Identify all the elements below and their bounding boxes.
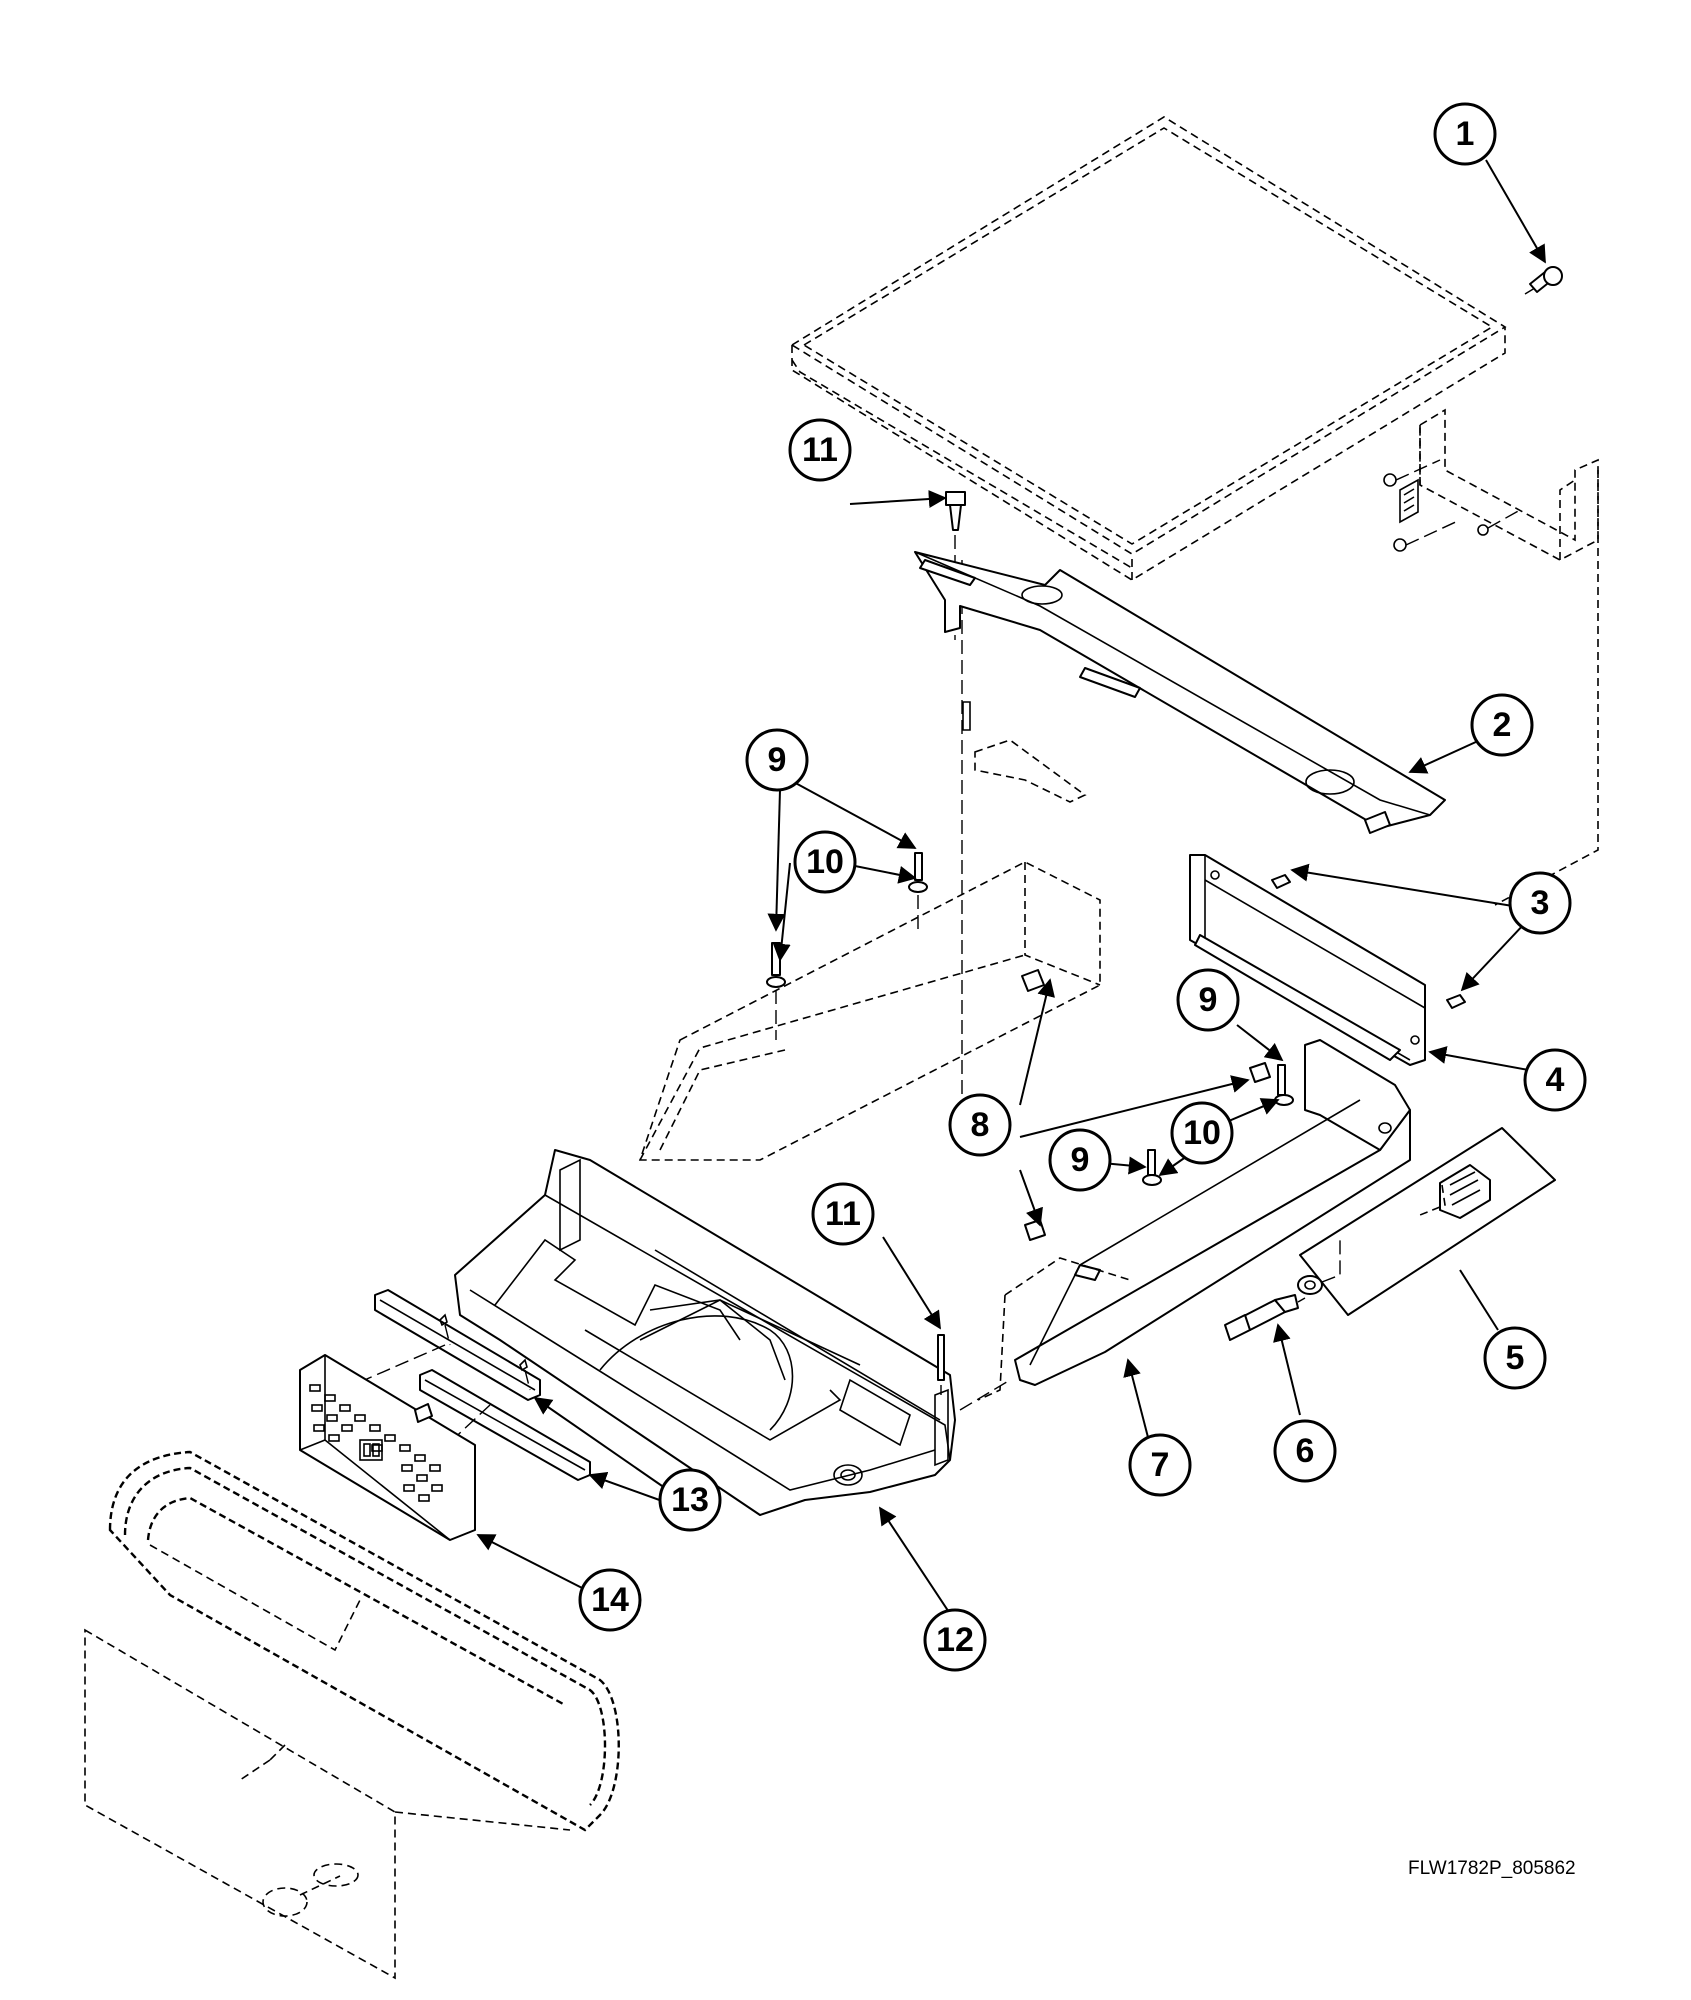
svg-text:11: 11 [802,431,838,469]
svg-text:10: 10 [1183,1114,1221,1152]
fitting-kit-part-5 [1297,1127,1556,1316]
callout-4: 4 [1523,1048,1587,1112]
front-console-phantom [84,1450,620,1980]
fitting-part-6 [1224,1294,1306,1341]
leader-lines [476,159,1546,1657]
rear-panel-part-4 [1189,854,1466,1066]
drawing-code-label: FLW1782P_805862 [1408,1858,1576,1879]
svg-text:8: 8 [971,1106,990,1144]
callout-3: 3 [1508,871,1572,935]
callout-13: 13 [658,1468,722,1532]
console-base-part-12 [454,1149,956,1516]
svg-text:5: 5 [1506,1339,1525,1377]
callout-9-lower: 9 [1048,1128,1112,1192]
front-bracket-part-7 [977,1039,1411,1401]
callout-10-left: 10 [793,830,857,894]
svg-text:14: 14 [591,1581,629,1619]
svg-text:2: 2 [1493,706,1512,744]
callout-14: 14 [578,1568,642,1632]
svg-text:10: 10 [806,843,844,881]
callout-7: 7 [1128,1433,1192,1497]
callout-9-upper-left: 9 [745,728,809,792]
svg-text:7: 7 [1151,1446,1170,1484]
callout-2: 2 [1470,693,1534,757]
callout-10-right: 10 [1170,1101,1234,1165]
callout-5: 5 [1483,1326,1547,1390]
base-tray-phantom [638,861,1101,1161]
screw-part-11-bottom [937,1334,1011,1411]
svg-text:9: 9 [768,741,787,779]
svg-text:13: 13 [671,1481,709,1519]
svg-text:12: 12 [936,1621,974,1659]
svg-text:1: 1 [1456,115,1475,153]
center-support-phantom [962,701,1087,803]
callout-8: 8 [948,1093,1012,1157]
svg-text:3: 3 [1531,884,1550,922]
top-cover-phantom [790,116,1507,581]
right-bracket-phantom [1383,408,1599,906]
long-bracket-part-2 [914,551,1446,834]
svg-text:11: 11 [825,1195,861,1233]
callout-6: 6 [1273,1419,1337,1483]
callout-9-right: 9 [1176,968,1240,1032]
callout-12: 12 [923,1608,987,1672]
svg-text:9: 9 [1199,981,1218,1019]
callout-11-bottom: 11 [811,1182,875,1246]
svg-text:4: 4 [1546,1061,1565,1099]
callout-11-top: 11 [788,418,852,482]
svg-text:6: 6 [1296,1432,1315,1470]
control-board-part-14 [299,1354,476,1541]
screw-washer-left [766,852,928,1040]
screw-part-1 [1524,266,1563,295]
callout-1: 1 [1433,102,1497,166]
svg-text:9: 9 [1071,1141,1090,1179]
